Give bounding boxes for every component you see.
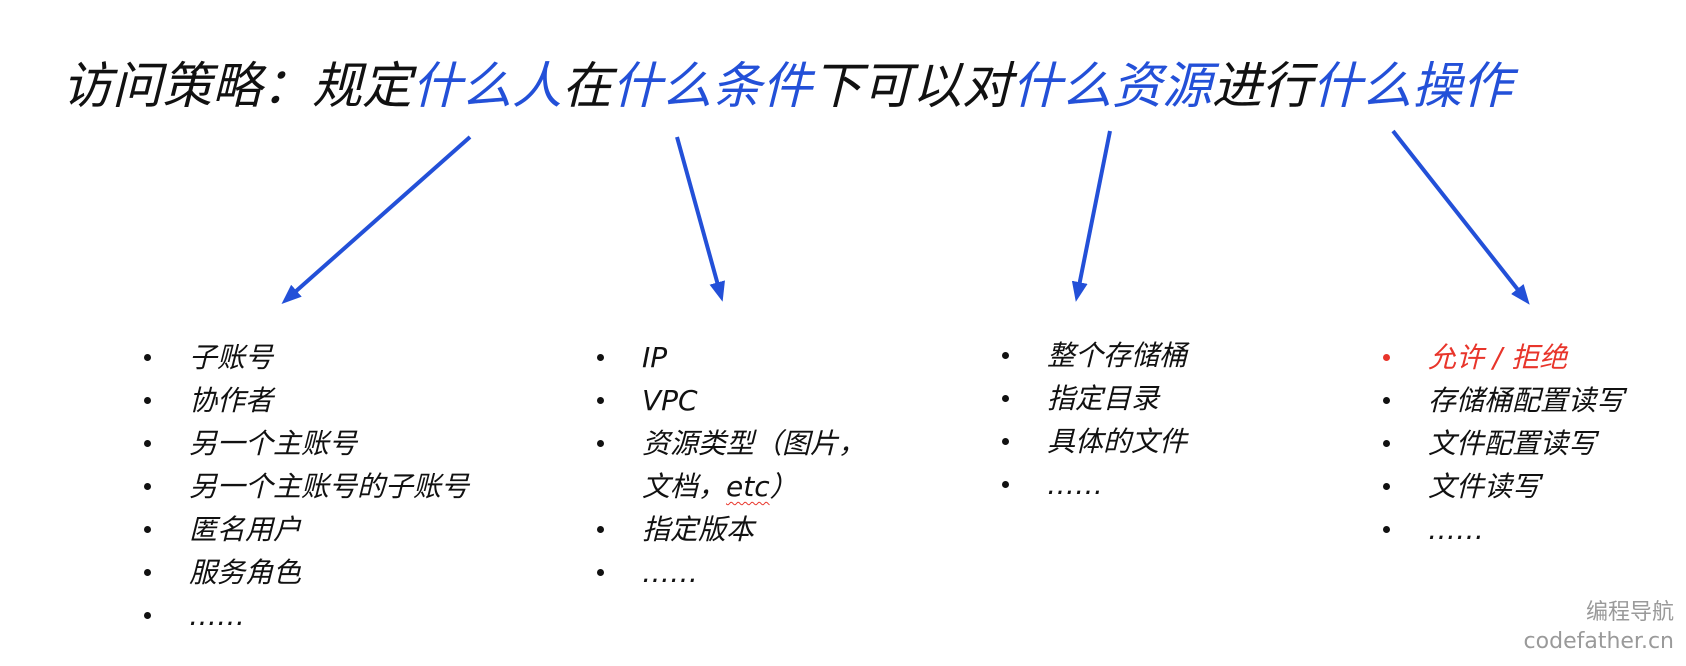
list-item: 匿名用户 <box>143 508 469 551</box>
arrow-to-actions <box>1391 129 1530 305</box>
spellcheck-word: etc <box>726 470 770 503</box>
list-item: …… <box>143 594 469 637</box>
watermark-domain: codefather.cn <box>1523 629 1674 654</box>
list-item-text: 另一个主账号 <box>189 427 358 460</box>
list-item-text: …… <box>1428 513 1484 546</box>
resource-list: 整个存储桶 指定目录 具体的文件 …… <box>1001 334 1187 506</box>
bullet-marker <box>1002 352 1009 359</box>
bullet-marker <box>1383 526 1390 533</box>
watermark-brand: 编程导航 <box>1585 600 1674 625</box>
list-item: 子账号 <box>143 336 469 379</box>
bullet-marker <box>1383 440 1390 447</box>
title-text-can-on: 下可以对 <box>812 57 1012 115</box>
list-item: …… <box>1382 508 1624 551</box>
list-item: VPC <box>596 379 866 422</box>
bullet-marker <box>144 354 151 361</box>
bullet-marker <box>597 354 604 361</box>
list-item-text: 指定目录 <box>1047 382 1160 415</box>
list-item-allow-deny: 允许 / 拒绝 <box>1382 336 1624 379</box>
bullet-marker <box>144 612 151 619</box>
bullet-marker <box>144 526 151 533</box>
bullet-marker <box>1383 483 1390 490</box>
list-item-text: …… <box>1047 468 1103 501</box>
arrow-to-conditions <box>675 136 725 302</box>
title-highlight-resources: 什么资源 <box>1012 57 1212 115</box>
list-item-text-close: ） <box>769 470 798 503</box>
title-highlight-who: 什么人 <box>412 57 562 115</box>
bullet-marker <box>1383 397 1390 404</box>
list-item: 另一个主账号 <box>143 422 469 465</box>
arrow-to-principals <box>281 135 472 304</box>
bullet-marker <box>144 397 151 404</box>
title-text-prefix: 访问策略：规定 <box>62 57 412 115</box>
title-text-at: 在 <box>562 57 612 115</box>
bullet-marker <box>1002 438 1009 445</box>
list-item: …… <box>1001 463 1187 506</box>
watermark: 编程导航 codefather.cn <box>1524 598 1674 656</box>
bullet-marker <box>144 569 151 576</box>
list-item: 文件读写 <box>1382 465 1624 508</box>
list-item-text-line2: 文档， <box>642 470 727 503</box>
list-item: …… <box>596 551 866 594</box>
list-item: 协作者 <box>143 379 469 422</box>
list-item: IP <box>596 336 866 379</box>
bullet-marker <box>1002 481 1009 488</box>
bullet-marker <box>144 440 151 447</box>
list-item-text: IP <box>642 341 668 374</box>
list-item-text: 具体的文件 <box>1047 425 1188 458</box>
list-item-text: …… <box>189 599 245 632</box>
list-item: 服务角色 <box>143 551 469 594</box>
list-item-text: 文件配置读写 <box>1428 427 1597 460</box>
list-item-text: 匿名用户 <box>189 513 302 546</box>
list-item-text: 文件读写 <box>1428 470 1541 503</box>
list-item-text: 协作者 <box>189 384 274 417</box>
list-item-text: 允许 / 拒绝 <box>1428 341 1568 374</box>
title-highlight-actions: 什么操作 <box>1312 57 1512 115</box>
arrow-to-resources <box>1071 130 1112 302</box>
list-item: 资源类型（图片， 文档，etc） <box>596 422 866 508</box>
list-item: 存储桶配置读写 <box>1382 379 1624 422</box>
list-item-text: VPC <box>642 384 698 417</box>
principal-list: 子账号 协作者 另一个主账号 另一个主账号的子账号 匿名用户 服务角色 …… <box>143 336 469 637</box>
list-item-text: 存储桶配置读写 <box>1428 384 1625 417</box>
bullet-marker <box>1383 354 1390 361</box>
title-text-perform: 进行 <box>1212 57 1312 115</box>
list-item-text: 整个存储桶 <box>1047 339 1188 372</box>
list-item: 具体的文件 <box>1001 420 1187 463</box>
bullet-marker <box>597 397 604 404</box>
action-list: 允许 / 拒绝 存储桶配置读写 文件配置读写 文件读写 …… <box>1382 336 1624 551</box>
page-title: 访问策略：规定什么人在什么条件下可以对什么资源进行什么操作 <box>62 56 1512 116</box>
bullet-marker <box>597 569 604 576</box>
list-item-text: 指定版本 <box>642 513 755 546</box>
title-highlight-conditions: 什么条件 <box>612 57 812 115</box>
bullet-marker <box>1002 395 1009 402</box>
bullet-marker <box>597 526 604 533</box>
list-item: 整个存储桶 <box>1001 334 1187 377</box>
list-item: 文件配置读写 <box>1382 422 1624 465</box>
list-item-text: 另一个主账号的子账号 <box>189 470 470 503</box>
condition-list: IP VPC 资源类型（图片， 文档，etc） 指定版本 …… <box>596 336 866 594</box>
list-item: 另一个主账号的子账号 <box>143 465 469 508</box>
list-item-text: 子账号 <box>189 341 274 374</box>
list-item-text: …… <box>642 556 698 589</box>
list-item-text-line1: 资源类型（图片， <box>642 427 867 460</box>
bullet-marker <box>597 440 604 447</box>
list-item: 指定目录 <box>1001 377 1187 420</box>
bullet-marker <box>144 483 151 490</box>
list-item-text: 服务角色 <box>189 556 302 589</box>
list-item: 指定版本 <box>596 508 866 551</box>
